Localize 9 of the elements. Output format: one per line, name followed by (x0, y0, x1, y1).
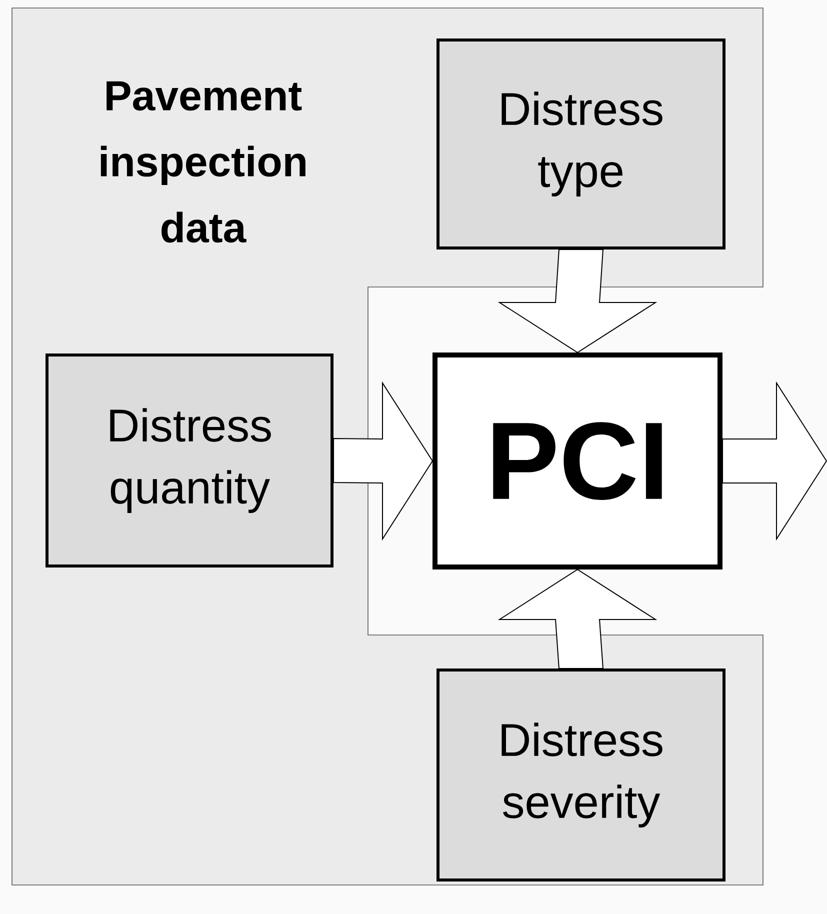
block-arrow (333, 381, 434, 541)
block-arrow (722, 381, 827, 541)
block-arrow (498, 568, 658, 669)
block-arrow (498, 249, 658, 354)
result-box: PCI (432, 352, 722, 570)
input-box: Distress severity (436, 668, 726, 882)
panel-heading: Pavement inspection data (100, 81, 306, 243)
input-box: Distress quantity (46, 354, 334, 568)
input-box: Distress type (436, 38, 726, 250)
